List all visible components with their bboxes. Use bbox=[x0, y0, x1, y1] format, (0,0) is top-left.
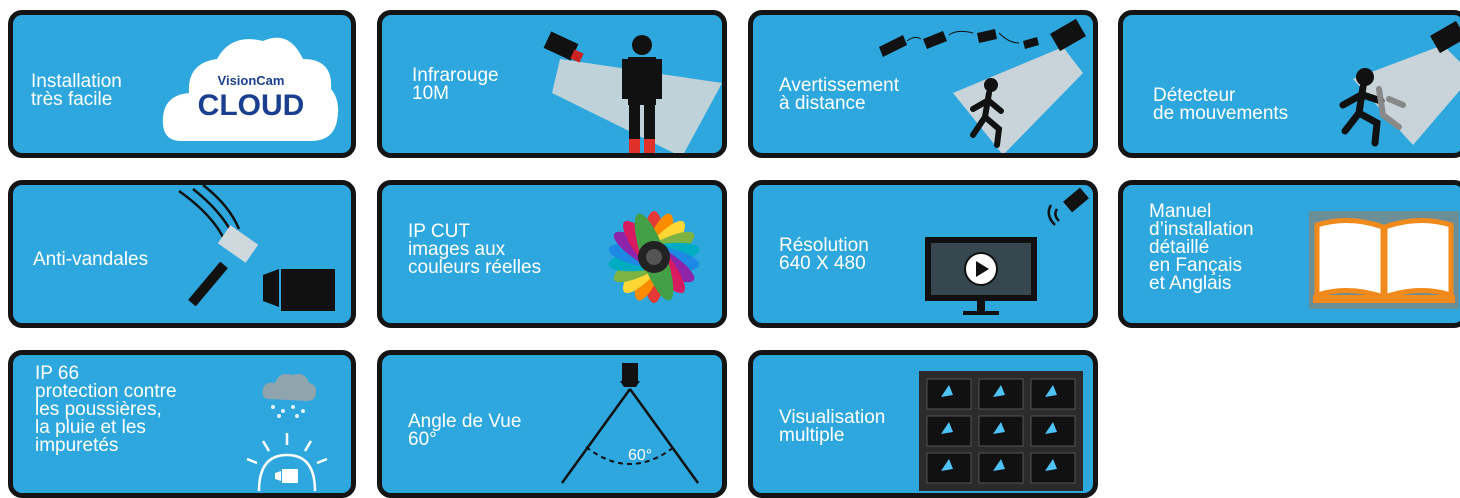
tile-label: Angle de Vue 60° bbox=[408, 411, 522, 450]
rain-cloud-icon bbox=[259, 369, 319, 419]
monitor-play-icon bbox=[925, 237, 1037, 319]
tile-remote-alert: Avertissement à distance bbox=[748, 10, 1098, 158]
view-angle-diagram: 60° bbox=[550, 363, 710, 493]
wireless-camera-icon bbox=[1043, 187, 1093, 231]
tile-label: Manuel d’installation détaillé en Fançai… bbox=[1149, 201, 1254, 294]
angle-value: 60° bbox=[628, 447, 653, 464]
tile-infrared: Infrarouge 10M bbox=[377, 10, 727, 158]
multiview-grid-icon bbox=[919, 371, 1083, 491]
tile-ip-cut: IP CUT images aux couleurs réelles bbox=[377, 180, 727, 328]
tile-ip66: IP 66 protection contre les poussières, … bbox=[8, 350, 356, 498]
tile-easy-installation: Installation très facile VisionCam CLOUD bbox=[8, 10, 356, 158]
tile-label: Visualisation multiple bbox=[779, 407, 886, 446]
tile-view-angle: Angle de Vue 60° 60° bbox=[377, 350, 727, 498]
tile-label: Résolution 640 X 480 bbox=[779, 235, 869, 274]
tile-label: Détecteur de mouvements bbox=[1153, 85, 1289, 124]
envelope-alert-icon bbox=[873, 17, 1093, 153]
logo-brand-text: VisionCam bbox=[217, 73, 285, 88]
hammer-camera-icon bbox=[163, 185, 351, 323]
tile-label: Installation très facile bbox=[31, 71, 122, 110]
tile-manual: Manuel d’installation détaillé en Fançai… bbox=[1118, 180, 1460, 328]
tile-anti-vandal: Anti-vandales bbox=[8, 180, 356, 328]
tile-motion-detector: Détecteur de mouvements bbox=[1118, 10, 1460, 158]
tile-label: IP CUT images aux couleurs réelles bbox=[408, 221, 542, 278]
open-book-icon bbox=[1309, 211, 1459, 309]
infrared-camera-icon bbox=[532, 23, 722, 153]
logo-cloud-text: CLOUD bbox=[197, 89, 305, 122]
protected-camera-icon bbox=[245, 429, 329, 491]
motion-sensor-icon bbox=[1323, 15, 1460, 153]
tile-resolution: Résolution 640 X 480 bbox=[748, 180, 1098, 328]
color-flower-icon bbox=[604, 207, 704, 307]
tile-label: IP 66 protection contre les poussières, … bbox=[35, 363, 177, 456]
tile-label: Anti-vandales bbox=[33, 249, 149, 270]
tile-multiview: Visualisation multiple bbox=[748, 350, 1098, 498]
cloud-logo: VisionCam CLOUD bbox=[161, 29, 341, 147]
tile-label: Infrarouge 10M bbox=[412, 65, 499, 104]
tile-label: Avertissement à distance bbox=[779, 75, 900, 114]
